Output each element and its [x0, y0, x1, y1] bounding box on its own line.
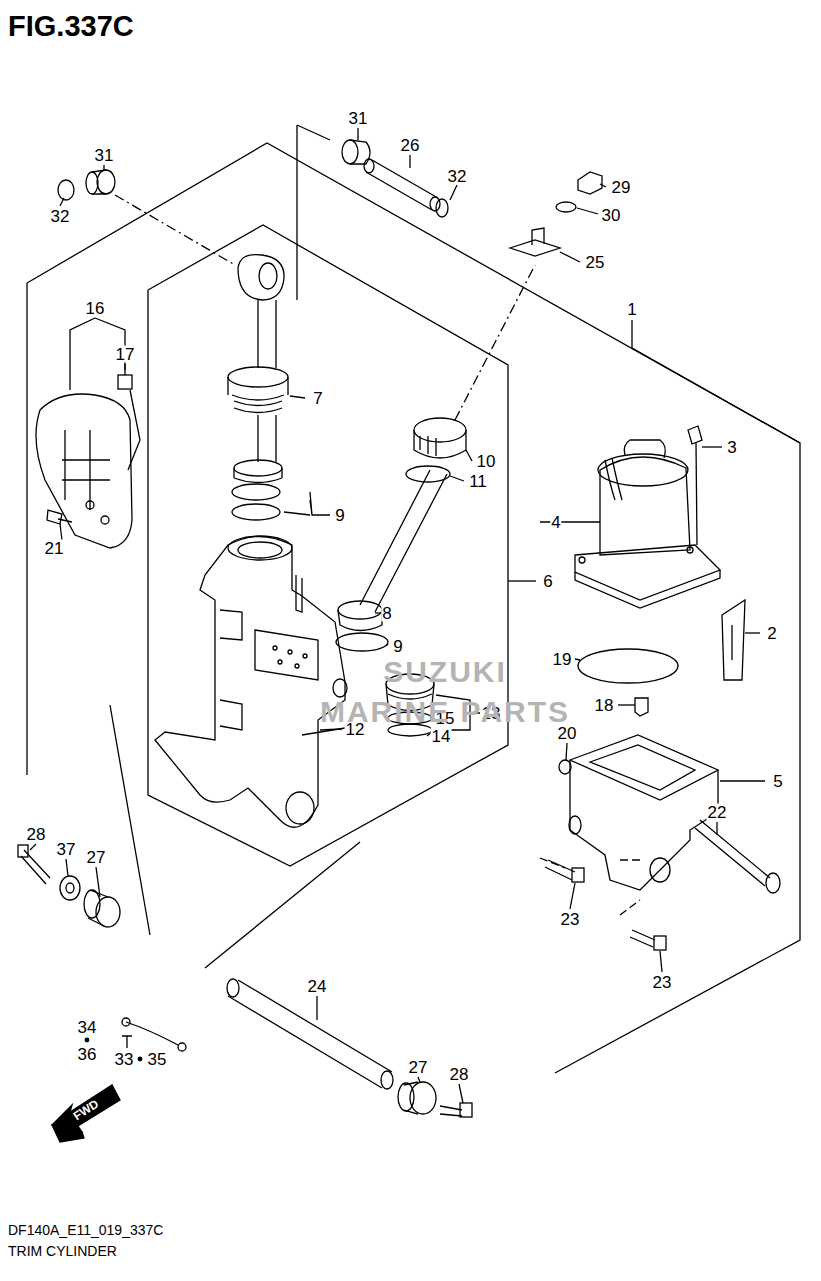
callout-number: 18: [594, 697, 615, 714]
callout-number: 9: [334, 507, 345, 524]
callout-number: 17: [115, 346, 136, 363]
callout-number: 36: [77, 1046, 98, 1063]
callout-number: 27: [86, 849, 107, 866]
figure-title: FIG.337C: [8, 12, 134, 41]
callout-number: 37: [56, 841, 77, 858]
watermark: SUZUKI: [383, 657, 507, 687]
callout-number: 4: [550, 514, 561, 531]
callout-number: 28: [26, 826, 47, 843]
callout-number: 5: [772, 773, 783, 790]
callout-number: 20: [557, 725, 578, 742]
callout-number: 23: [560, 911, 581, 928]
callout-number: 29: [611, 179, 632, 196]
callout-number: 16: [85, 300, 106, 317]
callout-number: 23: [652, 974, 673, 991]
drawing-code: DF140A_E11_019_337C: [8, 1223, 163, 1237]
callout-number: 24: [307, 978, 328, 995]
callout-number: 26: [400, 137, 421, 154]
callout-number: 3: [726, 439, 737, 456]
callout-number: 32: [447, 168, 468, 185]
callout-number: 14: [431, 728, 452, 745]
callout-number: 1: [626, 301, 637, 318]
callout-number: 10: [476, 453, 497, 470]
callout-number: 34: [77, 1019, 98, 1036]
callout-number: 8: [381, 605, 392, 622]
callout-number: 32: [50, 208, 71, 225]
callout-number: 35: [147, 1051, 168, 1068]
callout-number: 22: [707, 804, 728, 821]
callout-number: 31: [348, 110, 369, 127]
callout-number: 31: [94, 147, 115, 164]
callout-number: 6: [542, 573, 553, 590]
callout-number: 30: [601, 207, 622, 224]
callout-number: 2: [766, 625, 777, 642]
watermark: MARINE PARTS: [320, 697, 570, 727]
callout-number: 11: [468, 473, 488, 490]
callout-number: 28: [449, 1066, 470, 1083]
callout-number: 7: [312, 390, 323, 407]
figure-caption: TRIM CYLINDER: [8, 1244, 117, 1258]
callout-number: 27: [408, 1059, 429, 1076]
callout-number: 25: [585, 254, 606, 271]
callout-number: 19: [552, 651, 573, 668]
callout-number: 9: [392, 638, 403, 655]
callout-number: 21: [44, 540, 65, 557]
callout-number: 33: [114, 1051, 135, 1068]
